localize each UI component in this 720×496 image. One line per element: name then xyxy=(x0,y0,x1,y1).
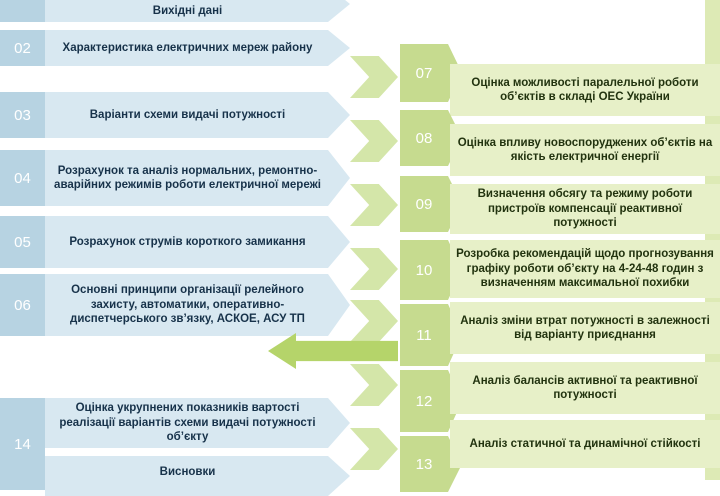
chevron-connector xyxy=(350,120,398,162)
left-item-05: Розрахунок струмів короткого замикання xyxy=(45,216,350,268)
left-item-conclusions: Висновки xyxy=(45,456,350,496)
chevron-connector xyxy=(350,428,398,470)
right-item-08-number: 08 xyxy=(400,110,448,166)
right-item-12-text: Аналіз балансів активної та реактивної п… xyxy=(472,374,698,401)
left-item-01-text: Вихідні дані xyxy=(152,4,223,17)
right-item-10-number: 10 xyxy=(400,240,448,300)
left-item-04: Розрахунок та аналіз нормальних, ремонтн… xyxy=(45,150,350,206)
left-item-14: Оцінка укрупнених показників вартості ре… xyxy=(45,398,350,448)
right-item-07-number: 07 xyxy=(400,44,448,102)
left-item-03: Варіанти схеми видачі потужності xyxy=(45,92,350,138)
left-item-06-number: 06 xyxy=(0,274,45,336)
left-item-14-number: 14 xyxy=(0,398,45,490)
right-item-13: Аналіз статичної та динамічної стійкості xyxy=(450,420,720,468)
right-item-08: Оцінка впливу новоспоруджених об’єктів н… xyxy=(450,124,720,176)
left-item-05-text: Розрахунок струмів короткого замикання xyxy=(69,235,306,248)
chevron-connector xyxy=(350,56,398,98)
right-item-11: Аналіз зміни втрат потужності в залежнос… xyxy=(450,302,720,354)
diagram-canvas: Вихідні дані 02 Характеристика електричн… xyxy=(0,0,720,480)
left-item-02: Характеристика електричних мереж району xyxy=(45,30,350,66)
right-item-13-text: Аналіз статичної та динамічної стійкості xyxy=(469,437,701,450)
left-item-01: Вихідні дані xyxy=(45,0,350,22)
right-item-11-number: 11 xyxy=(400,304,448,366)
chevron-connector xyxy=(350,364,398,406)
left-item-05-number: 05 xyxy=(0,216,45,268)
left-item-03-text: Варіанти схеми видачі потужності xyxy=(89,108,286,121)
chevron-connector xyxy=(350,248,398,290)
right-item-07: Оцінка можливості паралельної роботи об’… xyxy=(450,64,720,116)
right-item-09-text: Визначення обсягу та режиму роботи прист… xyxy=(477,188,693,230)
left-item-06-text: Основні принципи організації релейного з… xyxy=(70,284,305,326)
right-item-07-text: Оцінка можливості паралельної роботи об’… xyxy=(471,76,699,103)
chevron-connector xyxy=(350,300,398,342)
left-item-conclusions-text: Висновки xyxy=(159,465,216,478)
left-item-02-text: Характеристика електричних мереж району xyxy=(62,41,313,54)
right-item-08-text: Оцінка впливу новоспоруджених об’єктів н… xyxy=(457,136,713,163)
right-item-09-number: 09 xyxy=(400,176,448,232)
left-item-04-number: 04 xyxy=(0,150,45,206)
right-item-12-number: 12 xyxy=(400,370,448,432)
right-item-10: Розробка рекомендацій щодо прогнозування… xyxy=(450,240,720,298)
chevron-connector xyxy=(350,184,398,226)
left-item-03-number: 03 xyxy=(0,92,45,138)
right-item-13-number: 13 xyxy=(400,436,448,492)
left-item-01-number xyxy=(0,0,45,22)
right-item-12: Аналіз балансів активної та реактивної п… xyxy=(450,362,720,414)
left-item-14-text: Оцінка укрупнених показників вартості ре… xyxy=(59,402,316,444)
left-item-04-text: Розрахунок та аналіз нормальних, ремонтн… xyxy=(54,164,321,191)
left-item-06: Основні принципи організації релейного з… xyxy=(45,274,350,336)
right-item-11-text: Аналіз зміни втрат потужності в залежнос… xyxy=(460,314,710,341)
right-item-09: Визначення обсягу та режиму роботи прист… xyxy=(450,184,720,234)
right-item-10-text: Розробка рекомендацій щодо прогнозування… xyxy=(456,248,714,290)
left-item-02-number: 02 xyxy=(0,30,45,66)
